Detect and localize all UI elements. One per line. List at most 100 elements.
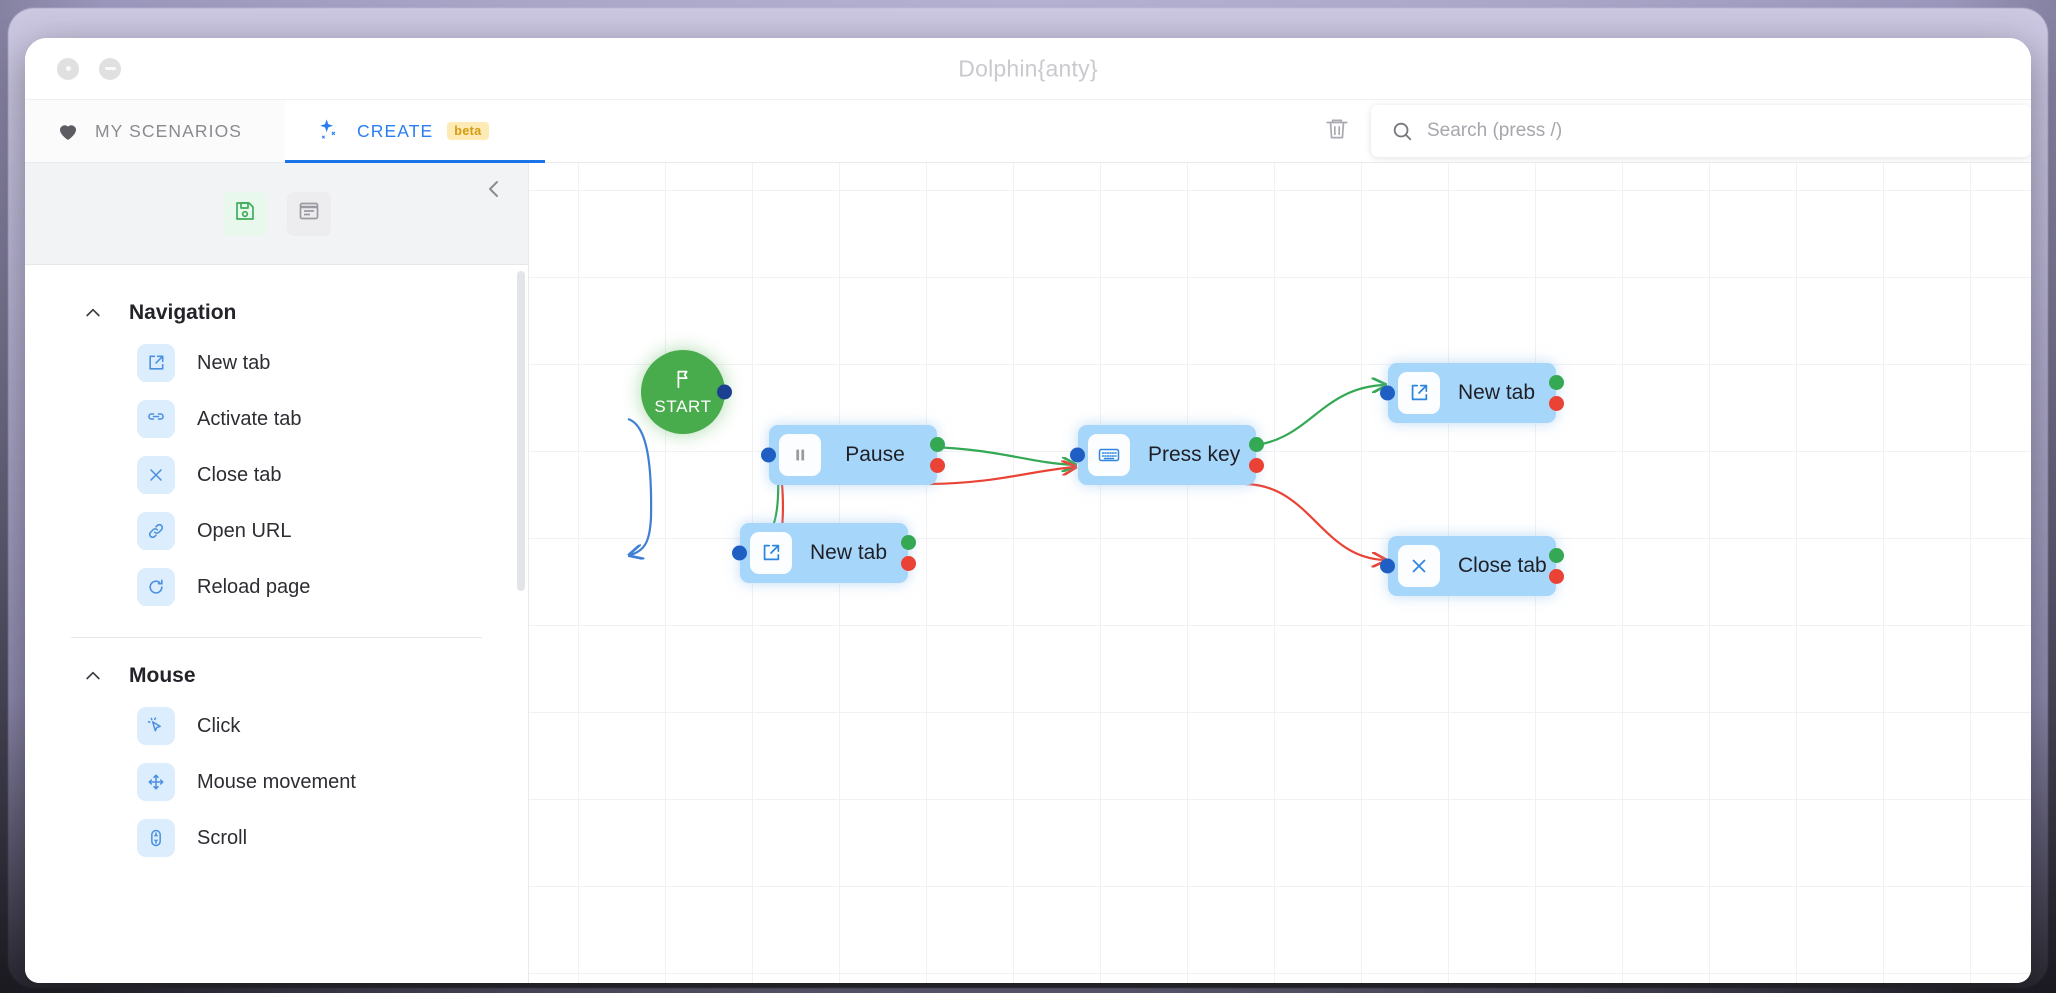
notes-button[interactable]	[286, 191, 331, 236]
sidebar-item-close-tab-label: Close tab	[197, 463, 282, 486]
node-new-tab-2-error-port[interactable]	[1549, 396, 1564, 411]
sparkle-icon	[315, 117, 343, 145]
sidebar-item-click-label: Click	[197, 714, 241, 737]
edge-pause-ok-to-presskey	[928, 445, 1075, 465]
scroll-icon	[137, 819, 175, 857]
node-press-key-label: Press key	[1148, 443, 1241, 466]
title-bar: Dolphin{anty}	[25, 38, 2031, 100]
sidebar-group-navigation[interactable]: Navigation	[25, 275, 528, 335]
heart-icon	[55, 119, 81, 143]
sidebar-group-mouse-label: Mouse	[129, 664, 196, 687]
window-title: Dolphin{anty}	[958, 55, 1098, 81]
node-start[interactable]: START	[641, 350, 732, 434]
node-close-tab[interactable]: Close tab	[1380, 536, 1564, 596]
node-new-tab-1-label: New tab	[810, 541, 888, 564]
sidebar-item-new-tab-label: New tab	[197, 351, 271, 374]
edge-start-to-newtab	[628, 417, 653, 555]
close-x-icon	[137, 456, 175, 494]
sidebar-scroll-area[interactable]: Navigation New tab Activate tab	[25, 265, 528, 983]
node-new-tab-2-input-port[interactable]	[1380, 385, 1395, 401]
tab-my-scenarios[interactable]: MY SCENARIOS	[25, 100, 285, 162]
node-new-tab-2[interactable]: New tab	[1380, 363, 1564, 423]
close-x-icon	[1398, 545, 1440, 587]
external-link-icon	[1398, 372, 1440, 414]
tab-create[interactable]: CREATE beta	[285, 100, 545, 163]
sidebar-toolbar	[25, 163, 528, 265]
node-press-key-success-port[interactable]	[1249, 437, 1264, 452]
edge-presskey-ok-to-newtab	[1244, 385, 1385, 448]
node-new-tab-1[interactable]: New tab	[732, 523, 916, 583]
delete-button[interactable]	[1317, 111, 1357, 151]
node-press-key[interactable]: Press key	[1070, 425, 1264, 485]
cursor-click-icon	[137, 707, 175, 745]
sidebar-item-reload-page[interactable]: Reload page	[25, 559, 528, 615]
node-press-key-input-port[interactable]	[1070, 447, 1085, 463]
sidebar-item-open-url-label: Open URL	[197, 519, 292, 542]
scenario-canvas[interactable]: START New tab Pause	[529, 163, 2031, 983]
chevron-up-icon	[83, 303, 103, 323]
sidebar-group-mouse[interactable]: Mouse	[25, 638, 528, 698]
tab-my-scenarios-label: MY SCENARIOS	[95, 120, 243, 141]
sidebar-item-click[interactable]: Click	[25, 698, 528, 754]
node-close-tab-success-port[interactable]	[1549, 548, 1564, 563]
node-close-tab-error-port[interactable]	[1549, 569, 1564, 584]
node-pause-input-port[interactable]	[761, 447, 776, 463]
edge-pause-err-to-presskey	[928, 467, 1075, 486]
pause-icon	[779, 434, 821, 476]
save-scenario-button[interactable]	[222, 191, 267, 236]
sidebar-item-activate-tab[interactable]: Activate tab	[25, 391, 528, 447]
search-box[interactable]	[1371, 105, 2031, 157]
node-new-tab-1-error-port[interactable]	[901, 556, 916, 571]
node-close-tab-input-port[interactable]	[1380, 558, 1395, 574]
flag-icon	[672, 368, 694, 395]
collapse-panel-button[interactable]	[482, 177, 506, 206]
move-arrows-icon	[137, 763, 175, 801]
node-close-tab-label: Close tab	[1458, 554, 1547, 577]
sidebar-item-scroll[interactable]: Scroll	[25, 810, 528, 866]
reload-icon	[137, 568, 175, 606]
search-input[interactable]	[1427, 120, 2011, 142]
sidebar-item-new-tab[interactable]: New tab	[25, 335, 528, 391]
app-window: Dolphin{anty} MY SCENARIOS CREATE beta	[25, 38, 2031, 983]
node-new-tab-2-label: New tab	[1458, 381, 1536, 404]
external-link-icon	[750, 532, 792, 574]
sidebar-item-open-url[interactable]: Open URL	[25, 503, 528, 559]
floppy-disk-icon	[233, 199, 257, 228]
sidebar-divider	[71, 637, 482, 638]
search-icon	[1391, 120, 1413, 142]
sidebar-item-reload-page-label: Reload page	[197, 575, 311, 598]
node-pause-success-port[interactable]	[930, 437, 945, 452]
node-pause-error-port[interactable]	[930, 458, 945, 473]
close-icon	[65, 66, 71, 71]
note-icon	[297, 199, 321, 228]
node-press-key-error-port[interactable]	[1249, 458, 1264, 473]
close-button[interactable]	[57, 57, 79, 80]
body: Navigation New tab Activate tab	[25, 163, 2031, 983]
minimize-button[interactable]	[99, 57, 121, 80]
node-pause-label: Pause	[845, 443, 905, 466]
keyboard-icon	[1088, 434, 1130, 476]
node-new-tab-1-success-port[interactable]	[901, 535, 916, 550]
window-controls	[57, 57, 121, 80]
trash-icon	[1324, 116, 1350, 147]
node-new-tab-1-input-port[interactable]	[732, 545, 747, 561]
tab-create-label: CREATE	[357, 120, 434, 141]
minimize-icon	[104, 67, 116, 70]
action-sidebar: Navigation New tab Activate tab	[25, 163, 529, 983]
chevron-up-icon	[83, 666, 103, 686]
chevron-left-icon	[482, 177, 506, 206]
sidebar-item-scroll-label: Scroll	[197, 826, 248, 849]
top-bar: MY SCENARIOS CREATE beta	[25, 100, 2031, 163]
edge-presskey-err-to-closetab	[1244, 482, 1385, 560]
sidebar-scrollbar[interactable]	[517, 271, 525, 591]
sidebar-item-mouse-movement-label: Mouse movement	[197, 770, 356, 793]
node-pause[interactable]: Pause	[761, 425, 945, 485]
sidebar-item-mouse-movement[interactable]: Mouse movement	[25, 754, 528, 810]
external-link-icon	[137, 344, 175, 382]
node-start-output-port[interactable]	[717, 384, 732, 400]
sidebar-item-close-tab[interactable]: Close tab	[25, 447, 528, 503]
chain-link-icon	[137, 512, 175, 550]
node-new-tab-2-success-port[interactable]	[1549, 375, 1564, 390]
sidebar-group-navigation-label: Navigation	[129, 301, 237, 324]
node-start-label: START	[654, 396, 712, 416]
